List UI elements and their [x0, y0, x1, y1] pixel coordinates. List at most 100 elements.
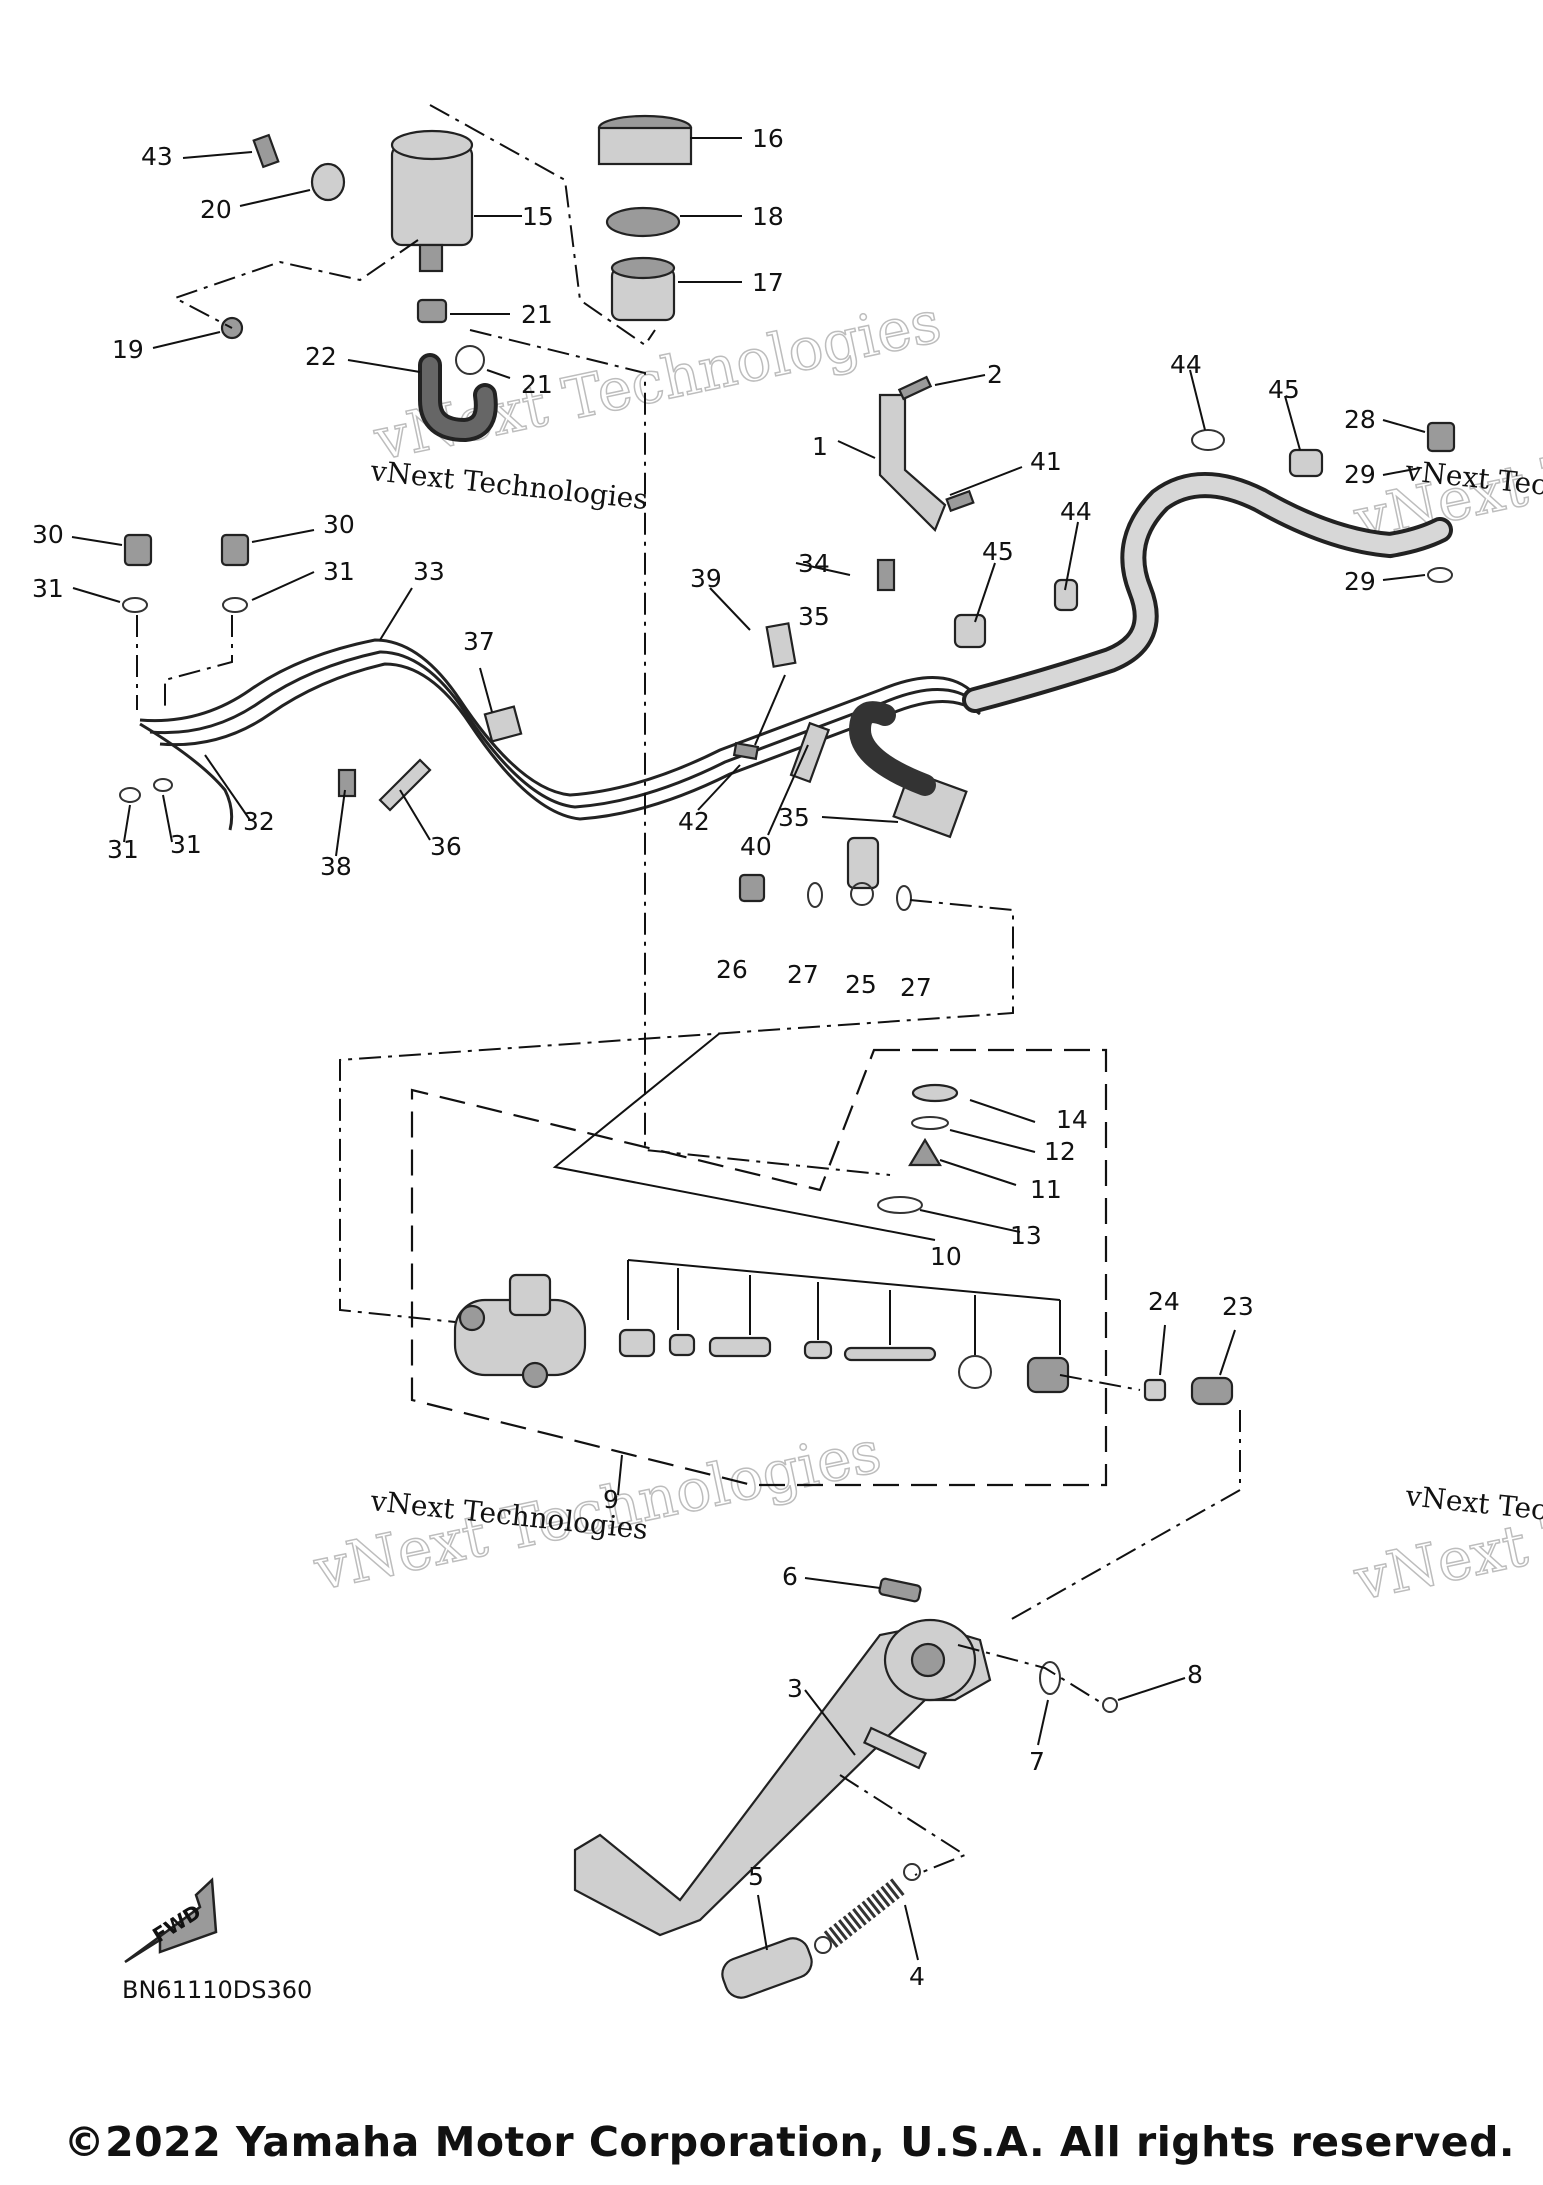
callout-16: 16 — [752, 124, 784, 153]
o-ring — [877, 1196, 923, 1214]
cap-plate — [911, 1083, 959, 1103]
hose-joint — [908, 1137, 942, 1167]
callout-31: 31 — [170, 830, 202, 859]
callout-26: 26 — [716, 955, 748, 984]
callout-13: 13 — [1010, 1221, 1042, 1250]
callout-38: 38 — [320, 852, 352, 881]
copper-washer — [896, 885, 912, 911]
callout-2: 2 — [987, 360, 1003, 389]
callout-23: 23 — [1222, 1292, 1254, 1321]
copyright-text: ©2022 Yamaha Motor Corporation, U.S.A. A… — [63, 2118, 1515, 2166]
callout-45: 45 — [1268, 375, 1300, 404]
copper-washer — [1427, 567, 1453, 583]
grommet — [310, 162, 346, 202]
reservoir-top — [390, 129, 474, 161]
copper-washer — [153, 778, 173, 792]
callout-35: 35 — [798, 602, 830, 631]
callout-21: 21 — [521, 370, 553, 399]
connection-lines — [136, 104, 1241, 1876]
fwd-arrow-icon — [124, 1877, 218, 1964]
diaphragm-plate — [605, 206, 681, 238]
callout-42: 42 — [678, 807, 710, 836]
callout-21: 21 — [521, 300, 553, 329]
callout-37: 37 — [463, 627, 495, 656]
callout-36: 36 — [430, 832, 462, 861]
copper-washer — [807, 882, 823, 908]
copyright-notice: ©2022 Yamaha Motor Corporation, U.S.A. A… — [0, 2118, 1543, 2166]
callout-12: 12 — [1044, 1137, 1076, 1166]
callout-35: 35 — [778, 803, 810, 832]
callout-40: 40 — [740, 832, 772, 861]
hose-holder — [1288, 448, 1324, 478]
boot — [1026, 1356, 1070, 1394]
pedal-pipe — [721, 1937, 813, 1999]
callout-44: 44 — [1060, 497, 1092, 526]
callout-31: 31 — [107, 835, 139, 864]
callout-9: 9 — [603, 1485, 619, 1514]
callout-44: 44 — [1170, 350, 1202, 379]
callout-20: 20 — [200, 195, 232, 224]
callout-19: 19 — [112, 335, 144, 364]
callout-18: 18 — [752, 202, 784, 231]
master-cylinder-group — [410, 1048, 1234, 1487]
union-bolt — [1426, 421, 1456, 453]
bolt — [945, 489, 975, 513]
callout-34: 34 — [798, 549, 830, 578]
bolt — [337, 768, 357, 798]
reservoir-cap-body — [597, 126, 693, 166]
callout-32: 32 — [243, 807, 275, 836]
grommet-ring — [1191, 429, 1225, 451]
bolt — [732, 741, 760, 761]
watermark-text: vNext Technologies — [368, 454, 649, 516]
callout-15: 15 — [522, 202, 554, 231]
callout-33: 33 — [413, 557, 445, 586]
callout-10: 10 — [930, 1242, 962, 1271]
callout-8: 8 — [1187, 1660, 1203, 1689]
callout-11: 11 — [1030, 1175, 1062, 1204]
callout-25: 25 — [845, 970, 877, 999]
callout-3: 3 — [787, 1674, 803, 1703]
spring — [618, 1328, 656, 1358]
banjo-fitting — [846, 836, 880, 890]
callout-31: 31 — [32, 574, 64, 603]
leader-lines — [71, 137, 1426, 1961]
locknut — [1143, 1378, 1167, 1402]
circlip — [958, 1355, 992, 1389]
mount-hole — [458, 1304, 486, 1332]
callout-30: 30 — [323, 510, 355, 539]
bolt — [252, 133, 280, 169]
callout-17: 17 — [752, 268, 784, 297]
spring-end — [903, 1863, 921, 1881]
clevis — [1190, 1376, 1234, 1406]
hose-clamp — [416, 298, 448, 324]
spring-end — [814, 1936, 832, 1954]
o-ring — [911, 1116, 949, 1130]
washer — [1039, 1661, 1061, 1695]
callout-29: 29 — [1344, 567, 1376, 596]
clip — [483, 705, 523, 743]
clip — [765, 622, 797, 668]
callout-45: 45 — [982, 537, 1014, 566]
kit-boundary — [410, 1048, 1108, 1487]
callout-41: 41 — [1030, 447, 1062, 476]
callout-27: 27 — [787, 960, 819, 989]
reservoir-hose-inner — [422, 357, 494, 439]
union-bolt — [123, 533, 153, 567]
master-cylinder-inlet — [508, 1273, 552, 1317]
callouts: 43 20 15 16 18 17 19 21 22 21 1 2 41 44 … — [32, 124, 1376, 1991]
callout-28: 28 — [1344, 405, 1376, 434]
diaphragm-top — [610, 256, 676, 280]
callout-22: 22 — [305, 342, 337, 371]
fwd-arrow: FWD — [124, 1877, 218, 1964]
callout-24: 24 — [1148, 1287, 1180, 1316]
spring-hook — [862, 1726, 928, 1770]
push-rod — [843, 1346, 937, 1362]
pivot-hole — [910, 1642, 946, 1678]
bolt — [897, 375, 933, 401]
reservoir-group — [220, 114, 693, 443]
callout-31: 31 — [323, 557, 355, 586]
banjo-eye — [850, 882, 874, 906]
union-bolt — [220, 533, 250, 567]
hose-clamp-ring — [455, 345, 485, 375]
callout-14: 14 — [1056, 1105, 1088, 1134]
